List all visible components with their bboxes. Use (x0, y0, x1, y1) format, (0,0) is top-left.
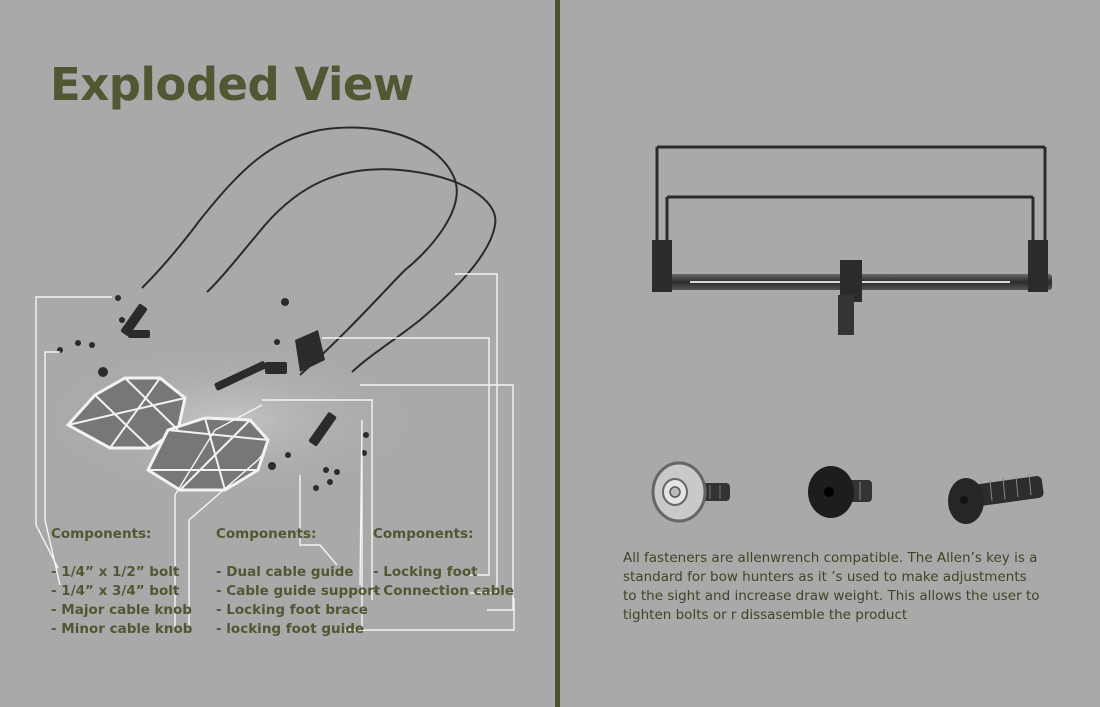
component-list-heading: Components: (51, 526, 152, 542)
fastener-note: All fasteners are allenwrench compatible… (623, 550, 1040, 623)
frame-stem (838, 295, 854, 335)
callout-leaders (35, 273, 515, 631)
page-title: Exploded View (50, 58, 414, 111)
panel-divider (555, 0, 560, 707)
component-item: - 1/4” x 3/4” bolt (51, 583, 180, 599)
component-item: - Locking foot brace (216, 602, 368, 618)
component-item: - Major cable knob (51, 602, 192, 618)
component-item: - Minor cable knob (51, 621, 193, 637)
component-item: - 1/4” x 1/2” bolt (51, 564, 180, 580)
component-list-2: Components: - Dual cable guide - Cable g… (216, 525, 380, 639)
component-item: - Locking foot (373, 564, 478, 580)
fastener-flat-head-bolt (808, 466, 872, 518)
component-list-heading: Components: (216, 526, 317, 542)
assembled-frame (655, 145, 1047, 252)
fastener-button-head-bolt (948, 473, 1044, 524)
frame-center-clamp (840, 260, 862, 302)
component-list-heading: Components: (373, 526, 474, 542)
component-item: - Connection cable (373, 583, 515, 599)
fastener-washer-bolt (651, 461, 730, 523)
component-item: - locking foot guide (216, 621, 365, 637)
locking-foot-plate (65, 376, 270, 492)
small-parts (57, 295, 369, 491)
component-list-1: Components: - 1/4” x 1/2” bolt - 1/4” x … (51, 525, 192, 639)
component-item: - Dual cable guide (216, 564, 354, 580)
component-list-3: Components: - Locking foot - Connection … (373, 525, 514, 601)
frame-right-bracket (1028, 240, 1048, 292)
frame-left-bracket (652, 240, 672, 292)
component-item: - Cable guide support (216, 583, 381, 599)
connection-cable-wires (141, 126, 497, 376)
